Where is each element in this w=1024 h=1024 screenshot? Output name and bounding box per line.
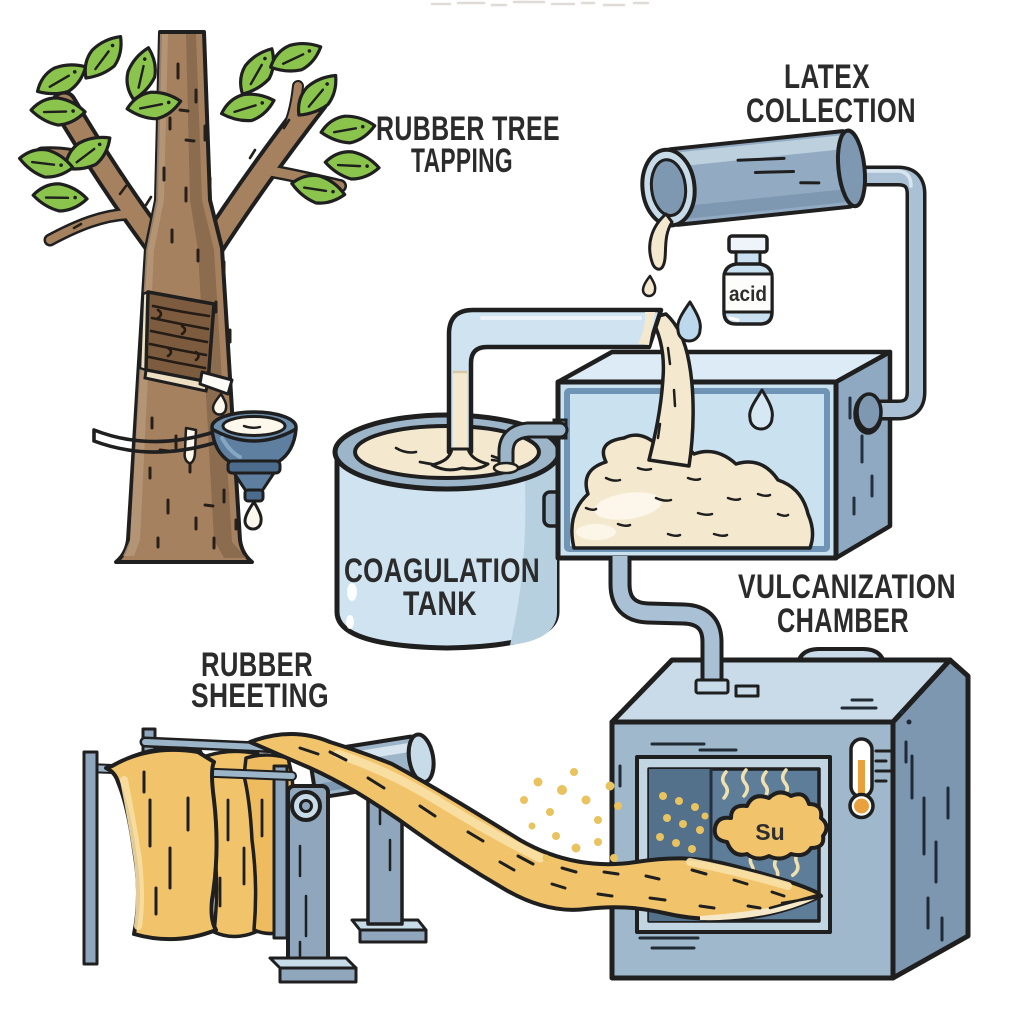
latex-splash xyxy=(430,447,490,472)
pouring-latex xyxy=(648,212,674,271)
pipe-tank-to-chamber xyxy=(608,556,730,695)
acid-bottle: acid xyxy=(676,234,774,343)
label-rubber-tree-tapping: RUBBER TREE TAPPING xyxy=(376,110,560,180)
cup-strap xyxy=(92,428,216,454)
chamber-right-face xyxy=(890,657,971,981)
collection-label-line1: LATEX xyxy=(784,58,870,96)
label-rubber-sheeting: RUBBER SHEETING xyxy=(191,646,329,715)
rubber-tree xyxy=(15,26,383,564)
collection-label-line2: COLLECTION xyxy=(746,92,916,130)
thermometer-icon xyxy=(848,737,894,820)
coagulation-label-line2: TANK xyxy=(403,585,477,623)
hanging-sheet-1 xyxy=(104,746,219,942)
droplet-in-tank xyxy=(748,388,774,431)
siphon-pipe xyxy=(418,307,664,472)
rack-right-post xyxy=(272,764,289,940)
latex-dribble-trunk xyxy=(183,426,198,465)
tapping-label-line2: TAPPING xyxy=(411,142,513,180)
tap-spout xyxy=(198,370,234,396)
sulfur-cloud xyxy=(712,790,829,861)
vulcanization-label-line1: VULCANIZATION xyxy=(738,568,956,606)
sulfur-cloud-text: Su xyxy=(755,819,784,845)
collection-pipe xyxy=(855,165,927,432)
hook-pipe xyxy=(492,418,569,475)
acid-drop xyxy=(676,300,702,343)
spray-dots xyxy=(520,768,622,862)
glass-mixing-tank xyxy=(542,349,893,561)
label-latex-collection: LATEX COLLECTION xyxy=(746,58,916,130)
roller-front-arm xyxy=(268,784,358,984)
collection-cup xyxy=(210,410,298,531)
coagulation-tank: COAGULATION TANK xyxy=(332,412,562,651)
latex-drip-spout xyxy=(211,392,228,416)
acid-label xyxy=(722,272,774,314)
latex-drop xyxy=(641,274,657,298)
acid-label-text: acid xyxy=(729,283,767,306)
rubber-sheet xyxy=(248,732,823,922)
trunk-shade xyxy=(186,34,246,558)
sheeting-label-line2: SHEETING xyxy=(191,677,329,715)
cropped-top-text xyxy=(430,0,650,7)
vulcanization-chamber: Su xyxy=(609,647,971,981)
rack-left-post xyxy=(82,750,99,966)
sulfur-dots xyxy=(656,792,709,853)
tapping-label-line1: RUBBER TREE xyxy=(376,110,560,148)
vulcanization-label-line2: CHAMBER xyxy=(777,602,909,640)
coagulation-label-line1: COAGULATION xyxy=(344,552,540,590)
sheeting-label-line1: RUBBER xyxy=(201,646,313,684)
sheeting-machine xyxy=(82,727,823,984)
label-vulcanization-chamber: VULCANIZATION CHAMBER xyxy=(738,568,956,640)
latex-collection-container xyxy=(640,128,868,298)
